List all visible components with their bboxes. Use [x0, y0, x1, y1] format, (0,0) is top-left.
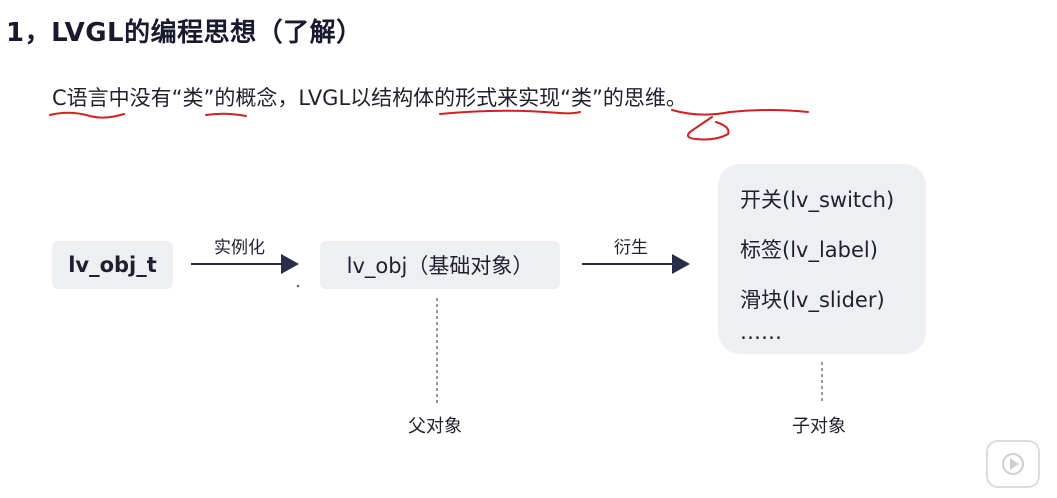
parent-object-label: 父对象	[408, 416, 462, 437]
child-item-label: 标签(lv_label)	[740, 238, 878, 262]
child-item-slider: 滑块(lv_slider)	[740, 288, 885, 312]
lv-obj-t-node: lv_obj_t	[52, 241, 173, 289]
instantiate-label: 实例化	[214, 238, 265, 258]
lv-obj-label: lv_obj（基础对象）	[346, 254, 534, 278]
lv-obj-t-label: lv_obj_t	[68, 253, 157, 277]
child-item-ellipsis: ……	[740, 320, 782, 344]
underline-struct	[439, 109, 581, 115]
child-objects-box: 开关(lv_switch) 标签(lv_label) 滑块(lv_slider)…	[718, 164, 926, 354]
underline-class-1	[205, 112, 247, 117]
child-object-label: 子对象	[792, 416, 846, 437]
child-item-switch: 开关(lv_switch)	[740, 188, 895, 212]
underline-c-language	[49, 111, 125, 119]
page-title: 1，LVGL的编程思想（了解）	[6, 18, 363, 48]
stray-dot	[296, 284, 300, 288]
subtitle: C语言中没有“类”的概念，LVGL以结构体的形式来实现“类”的思维。	[52, 86, 687, 110]
underline-class-2	[671, 109, 809, 116]
lv-obj-node: lv_obj（基础对象）	[320, 241, 560, 289]
derive-label: 衍生	[614, 238, 648, 258]
play-icon	[1002, 453, 1024, 475]
scribble-mark	[687, 116, 730, 141]
video-play-button[interactable]	[986, 440, 1040, 488]
